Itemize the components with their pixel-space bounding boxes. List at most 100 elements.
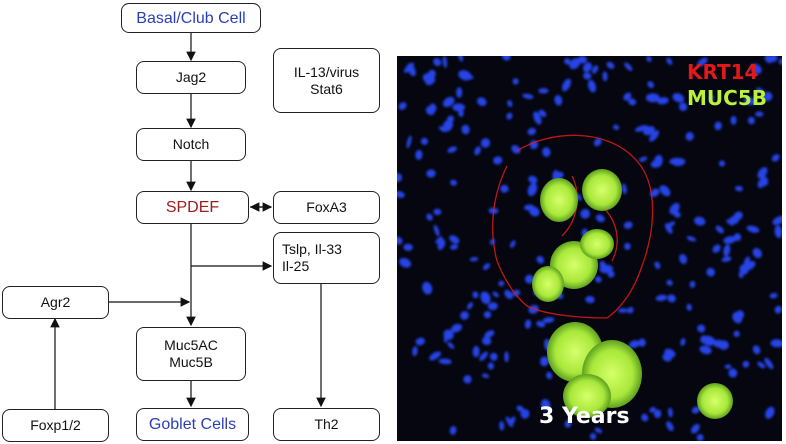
- nucleus: [624, 62, 633, 71]
- nucleus: [778, 58, 782, 65]
- nucleus: [415, 149, 423, 160]
- nucleus: [641, 413, 649, 422]
- nucleus: [664, 223, 673, 234]
- nucleus: [438, 358, 452, 365]
- nucleus: [712, 244, 721, 253]
- nucleus: [487, 362, 495, 370]
- nucleus: [481, 336, 492, 346]
- nucleus: [638, 338, 646, 347]
- nucleus: [429, 351, 442, 361]
- nucleus: [691, 406, 701, 414]
- node-goblet-cells: Goblet Cells: [136, 408, 249, 441]
- nucleus: [732, 312, 743, 324]
- nucleus: [747, 116, 755, 125]
- nucleus: [645, 93, 660, 103]
- nucleus: [587, 79, 597, 93]
- nucleus: [538, 109, 547, 117]
- nucleus: [506, 112, 513, 120]
- nucleus: [397, 173, 403, 183]
- nucleus: [764, 357, 774, 370]
- nucleus: [628, 98, 637, 106]
- nucleus: [726, 219, 735, 226]
- nucleus: [666, 421, 674, 432]
- nucleus: [696, 434, 704, 441]
- nucleus: [554, 95, 563, 106]
- nucleus: [650, 188, 660, 198]
- nucleus: [516, 405, 524, 412]
- nucleus: [538, 88, 549, 94]
- nucleus: [493, 156, 503, 165]
- nucleus: [527, 182, 538, 197]
- nucleus: [540, 357, 549, 367]
- nucleus: [403, 243, 413, 251]
- node-muc5ac-muc5b: Muc5AC Muc5B: [136, 327, 246, 381]
- nucleus: [746, 225, 760, 233]
- nucleus: [447, 115, 455, 123]
- node-jag2: Jag2: [136, 61, 246, 94]
- nucleus: [772, 215, 782, 225]
- nucleus: [680, 338, 686, 346]
- label-muc5b: MUC5B: [687, 86, 767, 110]
- nucleus: [602, 71, 608, 82]
- nucleus: [504, 289, 513, 300]
- nucleus: [561, 78, 572, 92]
- nucleus: [487, 302, 498, 311]
- nucleus: [426, 213, 433, 221]
- nucleus: [447, 146, 457, 153]
- node-tslp-il33-il25: Tslp, Il-33 Il-25: [273, 232, 380, 284]
- nucleus: [756, 87, 765, 94]
- nucleus: [429, 103, 437, 112]
- nucleus: [450, 244, 459, 250]
- node-spdef: SPDEF: [136, 191, 249, 224]
- nucleus: [500, 184, 509, 193]
- nucleus: [398, 102, 407, 110]
- nucleus: [700, 335, 707, 344]
- nucleus: [733, 330, 740, 338]
- nucleus: [757, 167, 768, 179]
- nucleus: [666, 279, 673, 286]
- nucleus: [686, 303, 692, 311]
- nucleus: [512, 78, 519, 85]
- nucleus: [697, 324, 706, 333]
- nucleus: [492, 291, 499, 298]
- nucleus: [511, 145, 521, 154]
- nucleus: [504, 351, 509, 363]
- nucleus: [480, 138, 491, 148]
- nucleus: [728, 368, 738, 378]
- node-agr2: Agr2: [2, 286, 109, 319]
- nucleus: [606, 61, 615, 69]
- nucleus: [686, 236, 697, 242]
- nucleus: [489, 352, 498, 361]
- nucleus: [594, 427, 603, 434]
- nucleus: [647, 81, 655, 89]
- nucleus: [774, 225, 782, 239]
- nucleus: [655, 294, 668, 302]
- nucleus: [715, 225, 724, 234]
- nucleus: [678, 102, 688, 112]
- nucleus: [536, 255, 545, 264]
- nucleus: [480, 291, 491, 305]
- nucleus: [449, 235, 460, 244]
- nucleus: [659, 185, 671, 197]
- nucleus: [479, 351, 488, 361]
- nucleus: [672, 93, 685, 103]
- nucleus: [435, 236, 443, 244]
- nucleus: [762, 91, 773, 102]
- nucleus: [624, 242, 631, 250]
- nucleus: [505, 416, 514, 427]
- nucleus: [752, 345, 761, 355]
- nucleus: [461, 124, 470, 135]
- nucleus: [723, 244, 731, 257]
- nucleus: [627, 306, 634, 314]
- nucleus: [483, 311, 492, 319]
- nucleus: [769, 292, 778, 299]
- nucleus: [714, 121, 722, 131]
- nucleus: [447, 341, 455, 349]
- nucleus: [406, 135, 412, 149]
- nucleus: [564, 58, 571, 65]
- nucleus: [662, 353, 672, 362]
- nucleus: [657, 97, 669, 105]
- nucleus: [743, 256, 750, 269]
- nucleus: [476, 97, 487, 107]
- nucleus: [522, 93, 534, 100]
